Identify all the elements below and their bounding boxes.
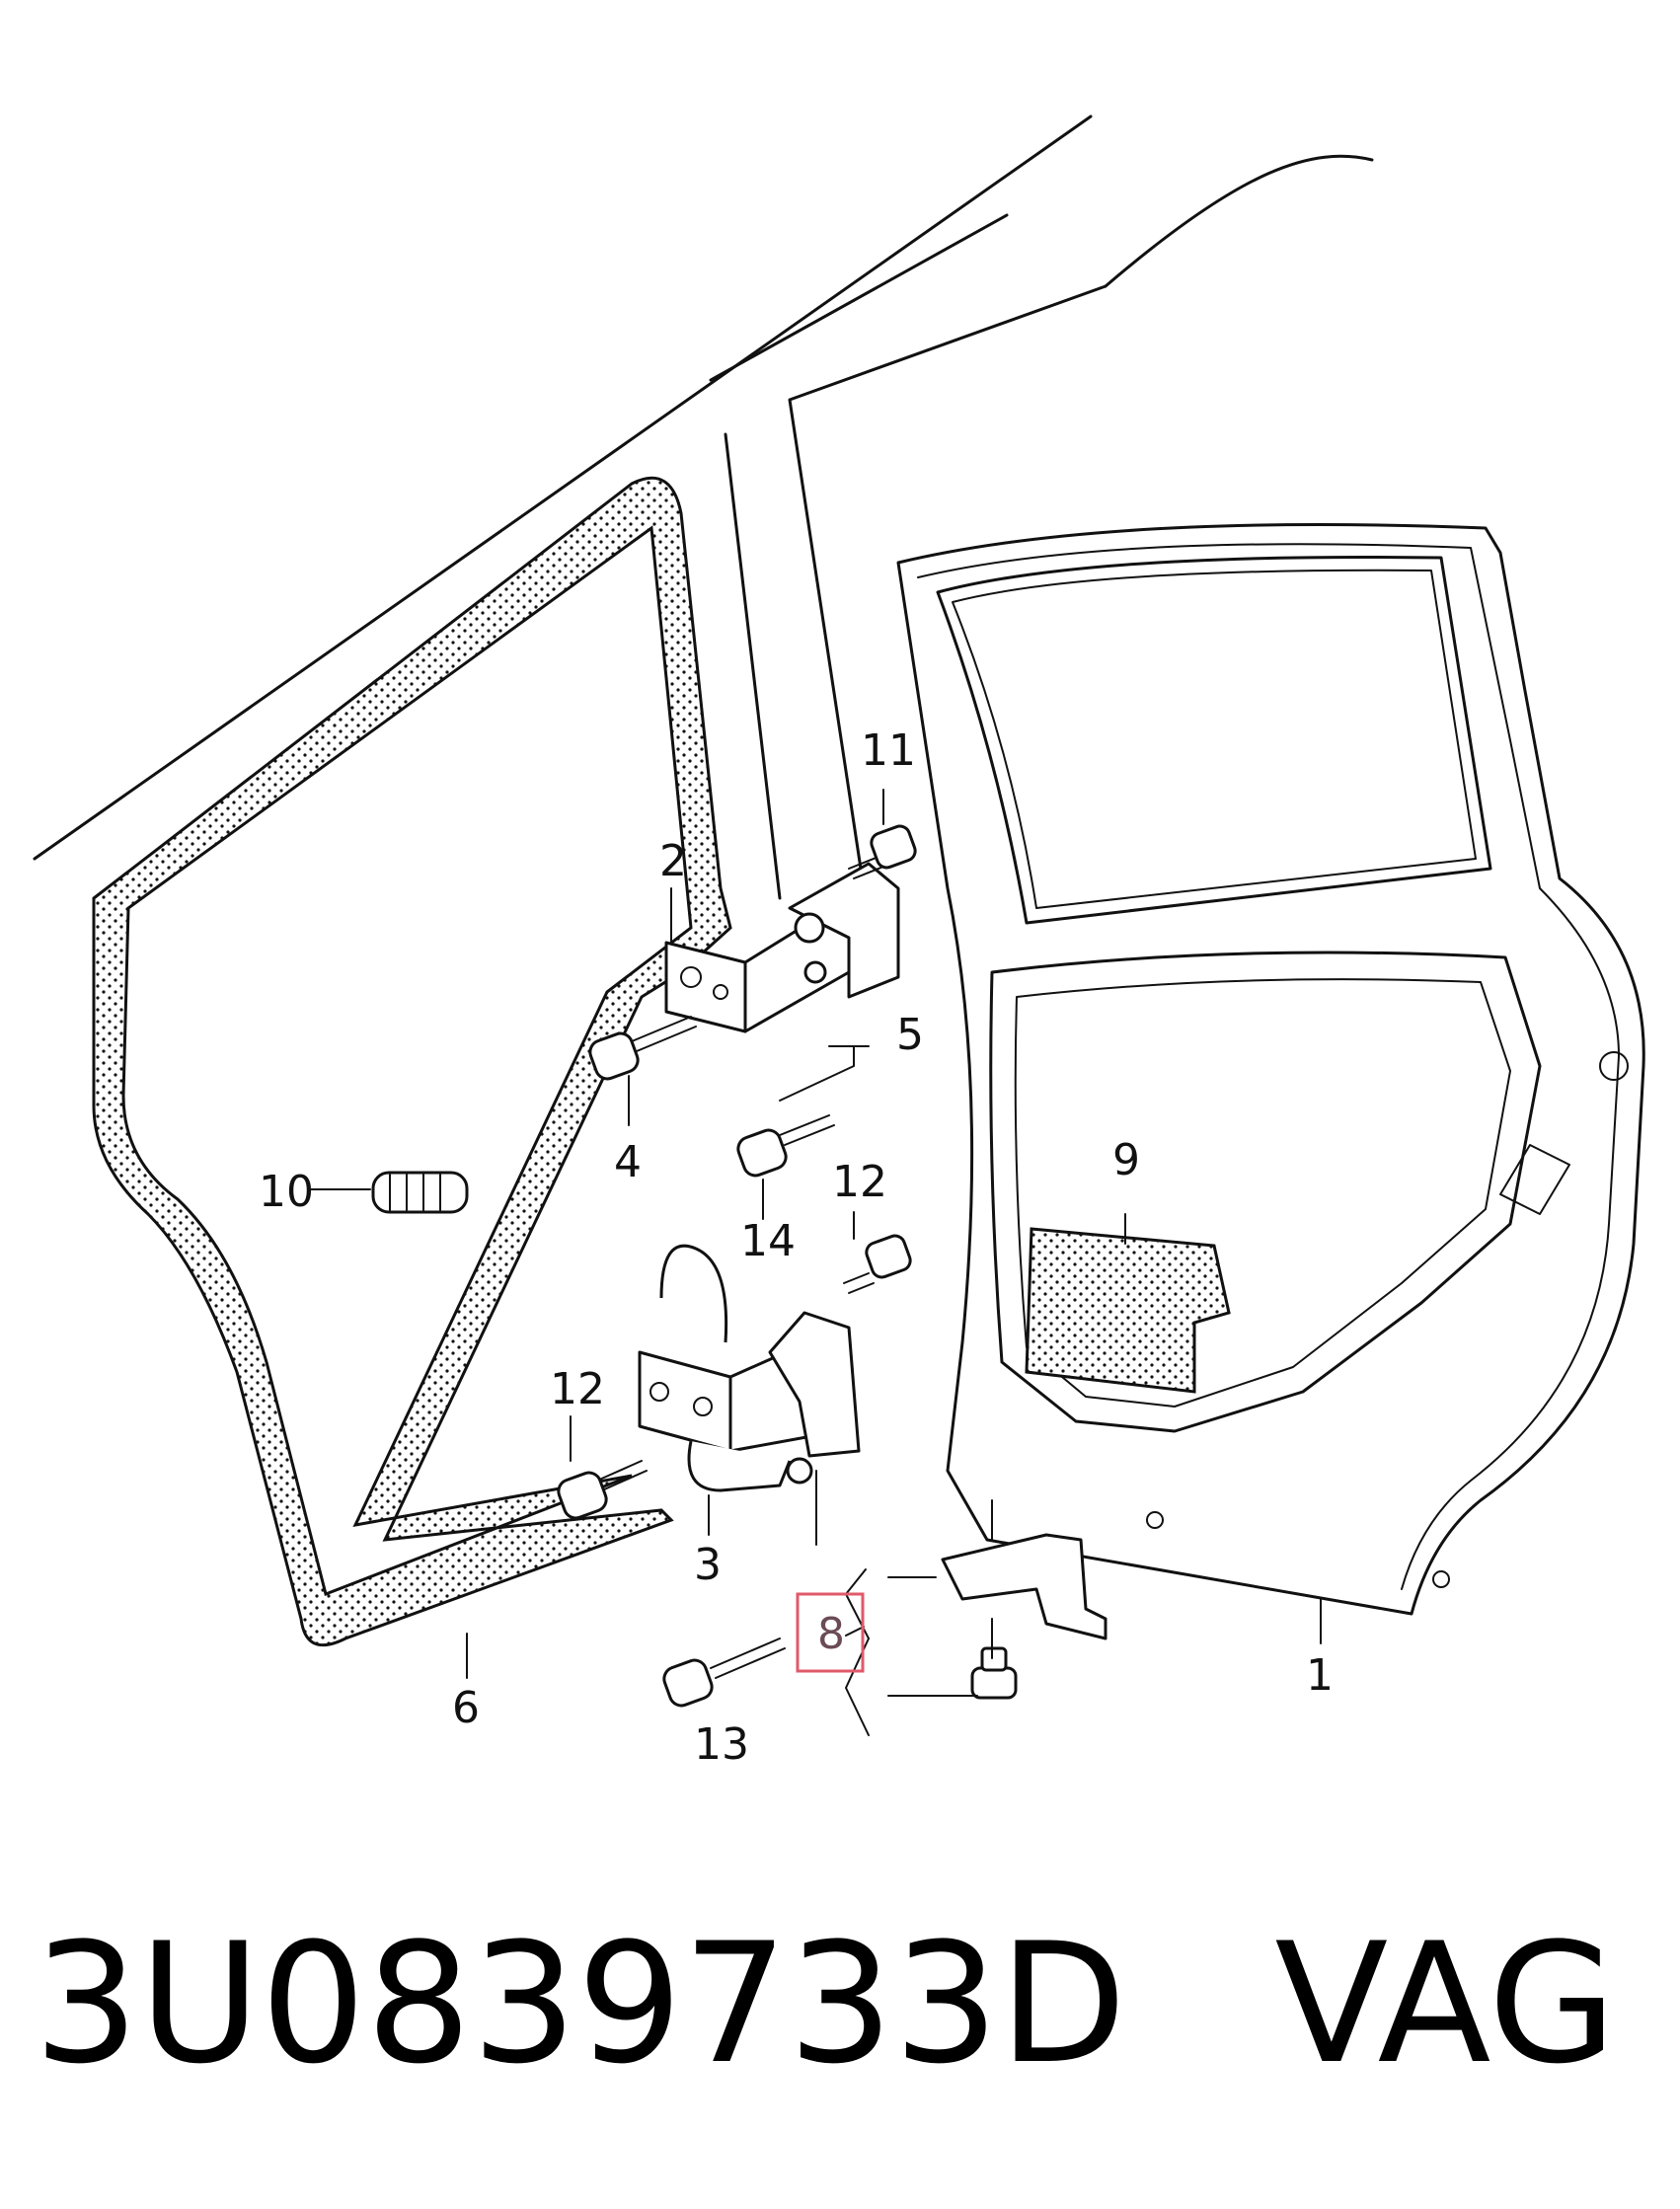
callout-13: 13	[694, 1719, 749, 1770]
bolt-11	[848, 824, 917, 879]
part-number: 3U0839733D	[34, 1907, 1127, 2100]
upper-hinge	[664, 862, 900, 1033]
bolt-14	[736, 1114, 835, 1178]
sound-pad	[1025, 1227, 1231, 1394]
car-body-outline	[33, 114, 1374, 900]
callout-12a: 12	[832, 1157, 887, 1207]
callout-4: 4	[614, 1137, 642, 1187]
bolt-4	[588, 1016, 697, 1081]
callout-12b: 12	[550, 1364, 605, 1414]
callout-labels: 1 2 3 4 5 6 8 9 10 11 12 12 13 14	[259, 725, 1334, 1770]
check-strap-bracket	[941, 1533, 1107, 1640]
door-panel	[896, 523, 1645, 1616]
leader-lines	[310, 789, 1322, 1736]
callout-2: 2	[659, 836, 687, 886]
callout-1: 1	[1306, 1650, 1334, 1701]
callout-9: 9	[1112, 1135, 1140, 1185]
parts-diagram: 1 2 3 4 5 6 8 9 10 11 12 12 13 14	[33, 114, 1645, 1770]
callout-14: 14	[740, 1216, 796, 1266]
callout-11: 11	[861, 725, 916, 776]
callout-6: 6	[452, 1683, 480, 1733]
bolt-13	[662, 1638, 786, 1708]
callout-8: 8	[817, 1609, 845, 1659]
door-seal	[92, 476, 732, 1647]
bolt-12-lower	[557, 1460, 648, 1520]
brand-name: VAG	[1274, 1907, 1617, 2100]
callout-5: 5	[896, 1010, 924, 1060]
callout-3: 3	[694, 1540, 722, 1590]
door-stud	[970, 1646, 1018, 1700]
highlight-box	[796, 1592, 865, 1673]
plastic-clip-10	[371, 1171, 469, 1214]
bolt-12-upper	[843, 1234, 912, 1294]
callout-10: 10	[259, 1167, 314, 1217]
footer-caption: 3U0839733D VAG	[34, 1905, 1652, 2102]
lower-hinge	[638, 1244, 861, 1492]
